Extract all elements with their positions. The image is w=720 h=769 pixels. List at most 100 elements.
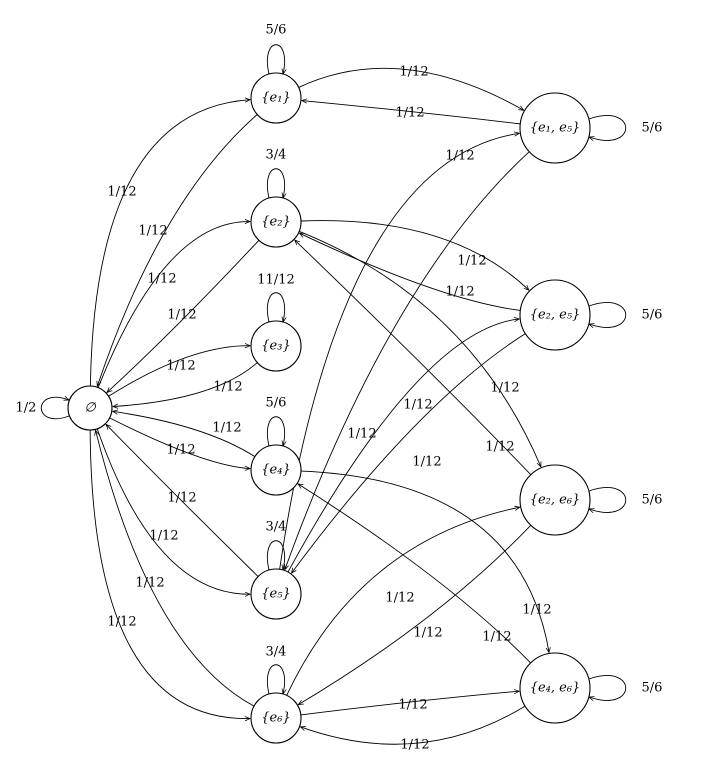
edge-label-e6-to-empty: 1/12 — [135, 576, 164, 591]
edge-e2e5-to-e5 — [291, 333, 526, 573]
edge-label-empty-to-e3: 1/12 — [166, 359, 195, 374]
edge-label-empty-to-e4: 1/12 — [166, 443, 195, 458]
edge-label-e2e5-to-e5: 1/12 — [412, 455, 441, 470]
edge-empty-to-e2 — [97, 222, 250, 388]
state-circle-e2e5 — [519, 279, 591, 351]
state-e4e6: {e₄, e₆} — [519, 652, 591, 724]
edge-e2e6-to-e6 — [298, 524, 532, 704]
edge-label-e2e5-to-e2: 1/12 — [445, 285, 474, 300]
edge-label-e6-to-e2e6: 1/12 — [385, 591, 414, 606]
edge-label-e4e6-to-e6: 1/12 — [400, 738, 429, 753]
self-loop-e2 — [267, 168, 284, 198]
state-circle-e1 — [250, 72, 302, 124]
edge-label-e1-to-e1e5: 1/12 — [399, 65, 428, 80]
edge-e4e6-to-e4 — [298, 484, 531, 664]
edge-e3-to-empty — [113, 362, 258, 407]
state-empty: ∅ — [67, 385, 113, 431]
edge-label-e3-to-empty: 1/12 — [213, 380, 242, 395]
edge-label-e2-to-e2e6: 1/12 — [490, 381, 519, 396]
edge-e2-to-e2e5 — [300, 220, 529, 291]
state-e1: {e₁} — [250, 72, 302, 124]
self-loop-label-e1: 5/6 — [266, 23, 287, 38]
edge-label-e2e6-to-e6: 1/12 — [413, 626, 442, 641]
state-label-e1: {e₁} — [261, 91, 290, 106]
self-loop-e4e6 — [589, 675, 626, 701]
edge-label-e2-to-empty: 1/12 — [167, 308, 196, 323]
edge-empty-to-e5 — [96, 428, 250, 594]
state-circle-e1e5 — [519, 92, 591, 164]
self-loop-e3 — [267, 292, 284, 322]
state-label-empty: ∅ — [84, 401, 96, 416]
self-loop-label-e5: 3/4 — [266, 520, 287, 535]
state-label-e3: {e₃} — [261, 339, 290, 354]
edge-e2-to-empty — [107, 239, 260, 392]
self-loop-label-empty: 1/2 — [16, 401, 37, 416]
edges-layer — [40, 44, 626, 745]
state-circle-e4e6 — [519, 652, 591, 724]
self-loop-label-e2e6: 5/6 — [642, 493, 663, 508]
state-e2e6: {e₂, e₆} — [519, 464, 591, 536]
state-e5: {e₅} — [250, 568, 302, 620]
edge-label-e2e6-to-e2: 1/12 — [485, 440, 514, 455]
edge-label-e1e5-to-e5: 1/12 — [347, 427, 376, 442]
state-e2: {e₂} — [250, 196, 302, 248]
state-label-e4: {e₄} — [261, 463, 290, 478]
edge-label-empty-to-e6: 1/12 — [107, 615, 136, 630]
self-loop-e6 — [267, 664, 284, 694]
edge-label-e5-to-e1e5: 1/12 — [445, 149, 474, 164]
self-loop-label-e4e6: 5/6 — [642, 681, 663, 696]
self-loop-e2e5 — [589, 302, 626, 328]
edge-label-e1e5-to-e1: 1/12 — [395, 106, 424, 121]
state-circle-e2e6 — [519, 464, 591, 536]
state-e1e5: {e₁, e₅} — [519, 92, 591, 164]
state-e2e5: {e₂, e₅} — [519, 279, 591, 351]
edge-e2-to-e2e6 — [299, 230, 541, 467]
state-circle-e4 — [250, 444, 302, 496]
edge-empty-to-e6 — [89, 429, 250, 719]
state-label-e2e5: {e₂, e₅} — [530, 308, 581, 323]
state-circle-empty — [67, 385, 113, 431]
edge-e4-to-empty — [113, 411, 256, 457]
edge-e2e6-to-e2 — [295, 240, 532, 476]
edge-e1-to-empty — [97, 114, 258, 387]
edge-e4-to-e4e6 — [300, 470, 549, 652]
self-loop-label-e2e5: 5/6 — [642, 308, 663, 323]
edge-label-e6-to-e4e6: 1/12 — [398, 698, 427, 713]
edge-e1e5-to-e1 — [302, 101, 521, 125]
edge-e6-to-e4e6 — [300, 691, 519, 716]
edge-e5-to-e2e5 — [287, 319, 519, 573]
self-loop-label-e6: 3/4 — [266, 645, 287, 660]
state-label-e6: {e₆} — [261, 711, 290, 726]
self-loop-label-e3: 11/12 — [257, 273, 294, 288]
self-loop-label-e2: 3/4 — [266, 148, 287, 163]
self-loop-e1 — [267, 44, 284, 74]
state-label-e1e5: {e₁, e₅} — [530, 121, 581, 136]
state-label-e5: {e₅} — [261, 587, 290, 602]
state-e6: {e₆} — [250, 692, 302, 744]
edge-label-e5-to-e2e5: 1/12 — [403, 398, 432, 413]
edge-label-e4e6-to-e4: 1/12 — [482, 630, 511, 645]
self-loop-e2e6 — [589, 487, 626, 513]
edge-e2e5-to-e2 — [299, 232, 521, 311]
self-loop-label-e1e5: 5/6 — [642, 121, 663, 136]
state-circle-e6 — [250, 692, 302, 744]
edge-e1e5-to-e5 — [285, 151, 530, 570]
state-label-e2: {e₂} — [261, 215, 290, 230]
self-loop-e1e5 — [589, 115, 626, 141]
edge-label-e4-to-e4e6: 1/12 — [522, 603, 551, 618]
edge-e5-to-empty — [106, 424, 259, 577]
edge-empty-to-e4 — [109, 417, 250, 469]
self-loop-empty — [40, 397, 69, 420]
edge-label-e4-to-empty: 1/12 — [212, 421, 241, 436]
edge-empty-to-e1 — [89, 100, 250, 387]
state-label-e2e6: {e₂, e₆} — [530, 493, 581, 508]
self-loop-label-e4: 5/6 — [266, 396, 287, 411]
state-e4: {e₄} — [250, 444, 302, 496]
state-circle-e2 — [250, 196, 302, 248]
edge-label-empty-to-e2: 1/12 — [147, 272, 176, 287]
state-label-e4e6: {e₄, e₆} — [530, 681, 581, 696]
self-loop-e4 — [267, 416, 284, 446]
edge-e1-to-e1e5 — [298, 67, 524, 110]
edge-labels-layer: 1/12 1/12 1/12 1/12 1/12 1/12 1/12 1/12 1/12 1/12… — [16, 23, 663, 753]
